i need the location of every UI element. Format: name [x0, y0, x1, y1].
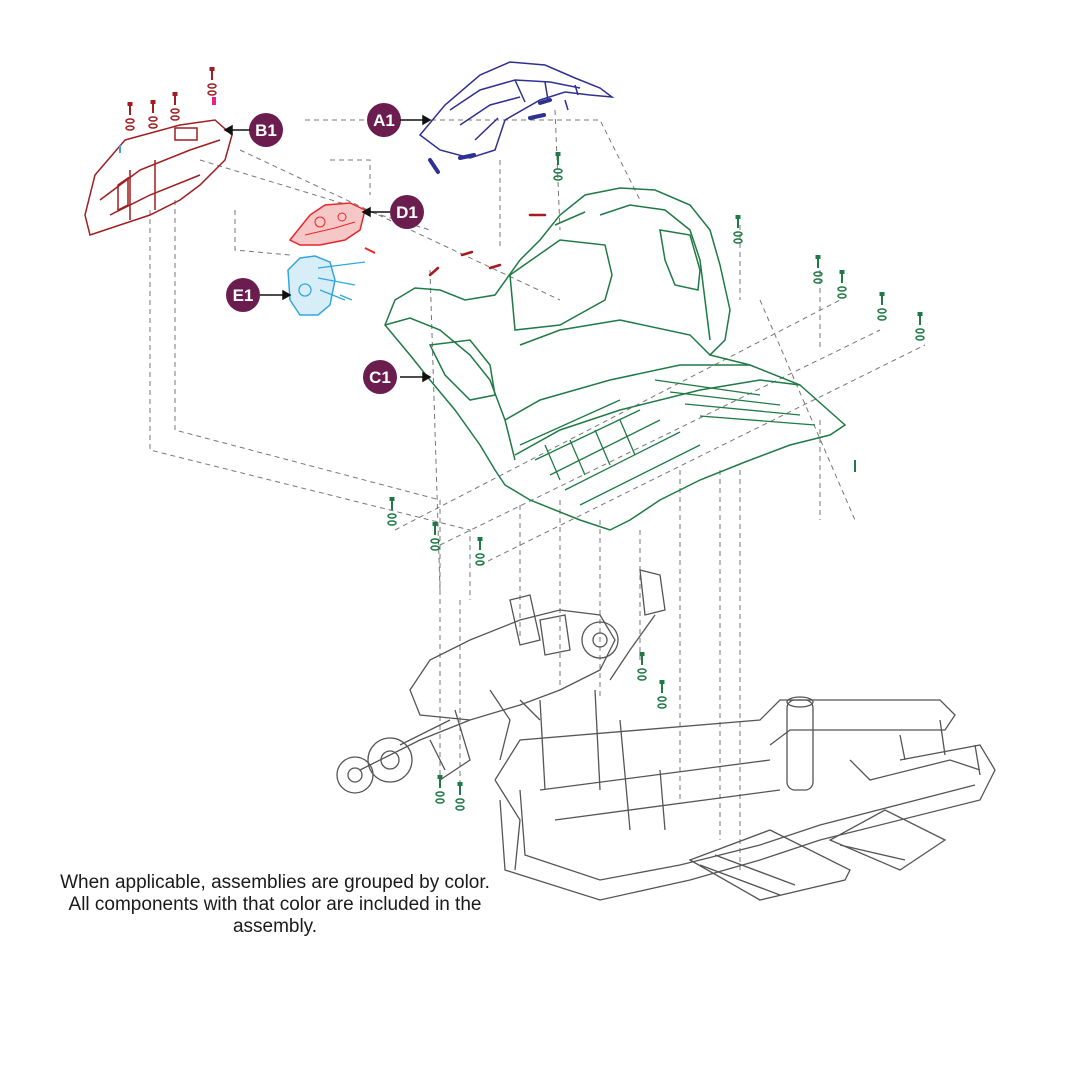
callout-arrows [223, 114, 432, 383]
b1-clip-magenta [212, 97, 216, 105]
callout-label: D1 [396, 203, 418, 222]
callout-label: E1 [233, 286, 254, 305]
b1-screws [125, 66, 217, 131]
assembly-color-note: When applicable, assemblies are grouped … [60, 872, 490, 937]
a1-pins [564, 84, 579, 111]
a1-clips [428, 98, 552, 174]
part-c1-body-shell[interactable] [384, 187, 847, 531]
callout-e1[interactable]: E1 [226, 278, 260, 312]
d1-bolts [364, 247, 376, 254]
part-d1-bracket[interactable] [288, 202, 366, 246]
c1-tabs [428, 213, 547, 277]
callout-bubble [226, 278, 260, 312]
part-b1-rear-shroud[interactable] [84, 119, 233, 236]
callout-a1[interactable]: A1 [367, 103, 401, 137]
callout-b1[interactable]: B1 [249, 113, 283, 147]
c1-floor-ribs [519, 379, 816, 506]
callout-bubble [390, 195, 424, 229]
part-a1-front-shroud[interactable] [418, 61, 615, 159]
part-e1-controller[interactable] [287, 255, 336, 316]
callout-label: C1 [369, 368, 391, 387]
callout-label: A1 [373, 111, 395, 130]
leader-lines [149, 109, 926, 870]
e1-detail [298, 261, 366, 301]
d1-detail [304, 212, 356, 236]
callout-label: B1 [255, 121, 277, 140]
chassis-frame [336, 569, 996, 901]
callout-bubble [249, 113, 283, 147]
c1-screws [387, 151, 925, 811]
callout-c1[interactable]: C1 [363, 360, 397, 394]
callout-bubble [367, 103, 401, 137]
callout-bubble [363, 360, 397, 394]
callout-d1[interactable]: D1 [390, 195, 424, 229]
